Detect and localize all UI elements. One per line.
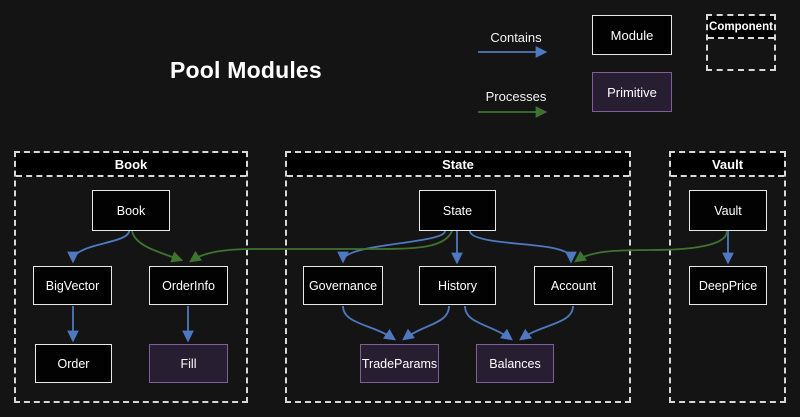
container-state-header: State xyxy=(287,153,629,177)
node-tradeparams: TradeParams xyxy=(360,344,439,383)
edge-history-tradeparams xyxy=(402,305,450,341)
node-account: Account xyxy=(534,266,613,305)
edge-account-balances xyxy=(519,305,574,341)
node-fill: Fill xyxy=(149,344,228,383)
legend-contains-label: Contains xyxy=(490,30,542,45)
edge-vault-account xyxy=(574,230,728,263)
processes-arrow-icon xyxy=(478,106,548,118)
container-book: Book xyxy=(14,151,248,403)
edge-state-governance xyxy=(337,230,446,264)
legend-processes-label: Processes xyxy=(485,89,547,104)
node-orderinfo: OrderInfo xyxy=(149,266,228,305)
node-governance: Governance xyxy=(303,266,383,305)
container-vault-header: Vault xyxy=(671,153,784,177)
node-deepprice: DeepPrice xyxy=(689,266,767,305)
legend-module-box: Module xyxy=(592,15,672,55)
contains-arrow-icon xyxy=(478,46,548,58)
legend-component-label: Component xyxy=(708,16,774,39)
node-history: History xyxy=(419,266,496,305)
edge-history-balances xyxy=(464,305,513,341)
node-vault: Vault xyxy=(689,190,767,231)
legend-component-box: Component xyxy=(706,14,776,71)
node-bigvector: BigVector xyxy=(33,266,112,305)
container-state: State xyxy=(285,151,631,403)
edge-governance-tradeparams xyxy=(342,305,396,341)
container-vault: Vault xyxy=(669,151,786,403)
page-title: Pool Modules xyxy=(170,57,322,83)
edge-state-orderinfo xyxy=(189,230,453,263)
edge-book-orderinfo xyxy=(131,230,184,263)
node-book: Book xyxy=(92,190,170,231)
node-state: State xyxy=(419,190,496,231)
legend-primitive-box: Primitive xyxy=(592,72,672,112)
node-balances: Balances xyxy=(476,344,554,383)
container-book-header: Book xyxy=(16,153,246,177)
edge-state-account xyxy=(469,230,577,264)
node-order: Order xyxy=(35,344,112,383)
edge-book-bigvector xyxy=(67,230,130,264)
